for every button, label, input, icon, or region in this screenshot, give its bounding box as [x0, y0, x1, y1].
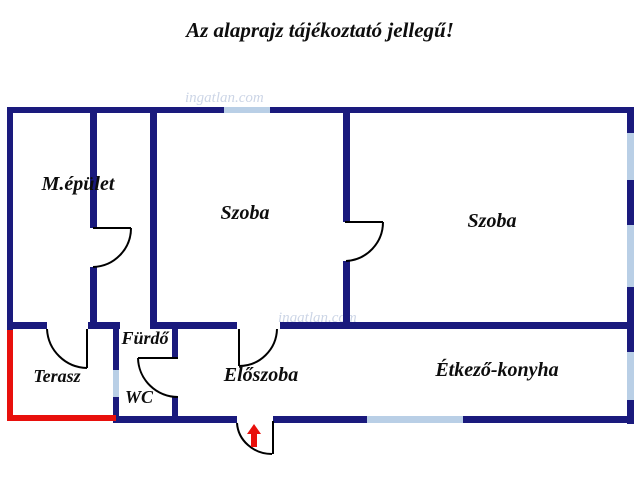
- wall-bathroom-right: [172, 329, 178, 358]
- terrace-wall-left: [7, 330, 13, 421]
- door-arc: [92, 227, 132, 268]
- wall-divider: [280, 322, 634, 329]
- wall-divider: [88, 322, 120, 329]
- wall-main-building-right: [90, 267, 97, 322]
- wall-bottom: [113, 416, 237, 423]
- watermark-text: ingatlan.com: [185, 90, 264, 106]
- window: [627, 133, 634, 180]
- room-label-room-right: Szoba: [467, 210, 517, 232]
- door-arc: [46, 328, 88, 369]
- window: [113, 370, 119, 397]
- room-label-terrace: Terasz: [33, 366, 81, 386]
- disclaimer-title: Az alaprajz tájékoztató jellegű!: [186, 18, 454, 42]
- window: [224, 107, 270, 113]
- door-arc: [345, 221, 385, 262]
- wall-top: [7, 107, 634, 113]
- wall-between-rooms: [343, 113, 350, 222]
- room-label-main-building: M.épület: [41, 173, 115, 195]
- window: [627, 225, 634, 287]
- wall-room-center-left: [150, 113, 157, 322]
- room-label-hallway: Előszoba: [223, 364, 299, 386]
- entrance-arrow-icon: [247, 424, 261, 447]
- window: [367, 416, 463, 423]
- wall-left: [7, 107, 13, 332]
- door-arc: [238, 328, 278, 367]
- door-arc: [236, 422, 273, 456]
- window: [627, 352, 634, 400]
- wall-main-building-right: [90, 113, 97, 228]
- wall-divider: [7, 322, 47, 329]
- wall-divider: [150, 322, 237, 329]
- terrace-wall-bottom: [7, 415, 116, 421]
- room-label-bathroom: Fürdő: [121, 328, 169, 348]
- wall-wc-right: [172, 396, 178, 416]
- room-label-room-center: Szoba: [220, 202, 270, 224]
- wall-between-rooms: [343, 261, 350, 322]
- room-label-wc: WC: [124, 387, 153, 407]
- room-label-dining-kitchen: Étkező-konyha: [435, 359, 559, 381]
